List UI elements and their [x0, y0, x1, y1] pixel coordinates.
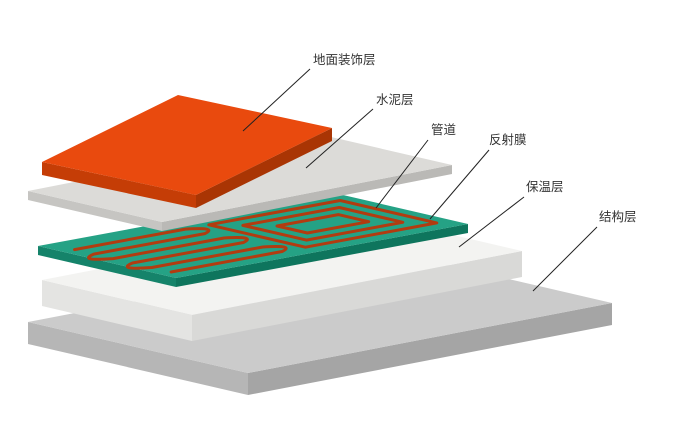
pipe-coil-ring-outer: [207, 199, 439, 249]
cement-layer-front-left-face: [28, 191, 162, 231]
leader-line-structure: [532, 226, 598, 292]
structure-layer-front-right-face: [248, 303, 612, 395]
leader-line-insulation: [458, 196, 525, 248]
reflective-film-front-right-face: [176, 224, 468, 287]
decorative-layer-front-right-face: [196, 128, 332, 208]
decorative-layer-top-face: [42, 95, 332, 195]
leader-line-decorative: [242, 68, 311, 132]
leader-line-pipe: [375, 139, 429, 209]
insulation-layer-front-left-face: [42, 280, 192, 341]
callout-labels: 地面装饰层 水泥层 管道 反射膜 保温层 结构层: [313, 52, 637, 224]
label-decorative-layer: 地面装饰层: [313, 52, 376, 67]
structure-layer-front-left-face: [28, 322, 248, 395]
decorative-layer-front-left-face: [42, 162, 196, 208]
label-pipe: 管道: [431, 122, 457, 137]
pipe-coil-ring-middle: [241, 206, 405, 242]
reflective-film-front-left-face: [38, 246, 176, 287]
heating-pipes: [73, 199, 439, 274]
label-reflective-film: 反射膜: [489, 132, 527, 147]
label-structure-layer: 结构层: [599, 209, 637, 224]
label-insulation-layer: 保温层: [526, 179, 564, 194]
label-cement-layer: 水泥层: [376, 92, 414, 107]
leader-line-reflective: [429, 149, 490, 220]
insulation-layer-front-right-face: [192, 251, 522, 341]
decorative-layer: [42, 95, 332, 208]
pipe-coil-ring-inner: [275, 213, 371, 235]
leader-lines: [242, 68, 598, 292]
leader-line-cement: [305, 108, 374, 169]
pipe-serpentine-path: [73, 227, 288, 274]
cement-layer-front-right-face: [162, 165, 452, 231]
